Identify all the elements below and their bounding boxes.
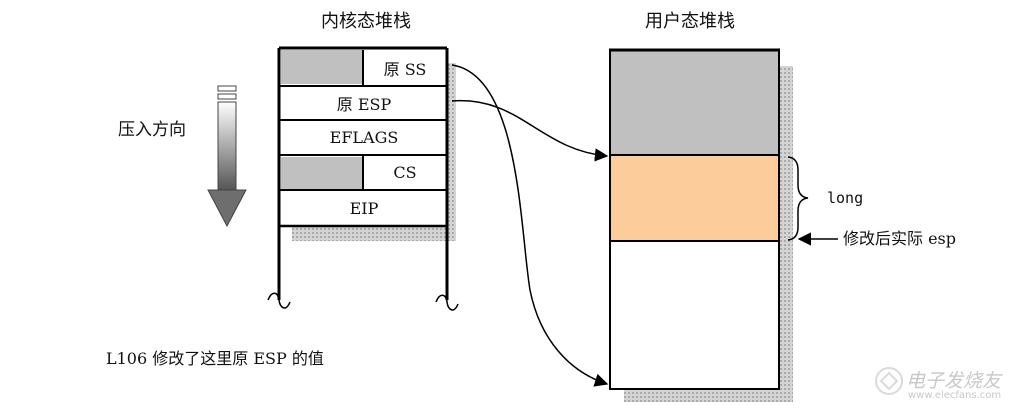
- old-esp-pointer: [451, 100, 609, 162]
- long-slot: [610, 155, 779, 241]
- cell-old-ss: 原 SS: [383, 60, 427, 79]
- watermark-url: www.elecfans.com: [908, 390, 1002, 401]
- kernel-stack-shadow: [292, 63, 456, 241]
- old-ss-pointer: [451, 64, 609, 387]
- cs-gray-fill: [281, 157, 363, 189]
- kernel-stack-title: 内核态堆栈: [321, 11, 411, 32]
- right-break-mark: [435, 294, 459, 311]
- long-brace: [787, 156, 809, 241]
- push-direction-arrow: [207, 85, 247, 228]
- user-stack-title: 用户态堆栈: [645, 11, 735, 32]
- cell-eflags: EFLAGS: [329, 128, 399, 147]
- push-direction-label: 压入方向: [118, 120, 186, 140]
- long-label: long: [827, 189, 864, 207]
- left-break-mark: [267, 292, 291, 309]
- watermark-text: 电子发烧友: [906, 370, 1002, 392]
- kernel-stack-frame: [267, 46, 459, 311]
- user-stack-frame: [609, 48, 780, 390]
- cell-cs: CS: [393, 163, 417, 182]
- ss-gray-fill: [281, 50, 363, 84]
- cell-eip: EIP: [349, 198, 379, 218]
- watermark-logo: [875, 367, 903, 395]
- caption: L106 修改了这里原 ESP 的值: [106, 349, 324, 368]
- user-gray-block: [610, 50, 779, 155]
- modified-esp-label: 修改后实际 esp: [843, 229, 957, 248]
- cell-old-esp: 原 ESP: [336, 95, 392, 114]
- user-stack-shadow: [624, 66, 793, 402]
